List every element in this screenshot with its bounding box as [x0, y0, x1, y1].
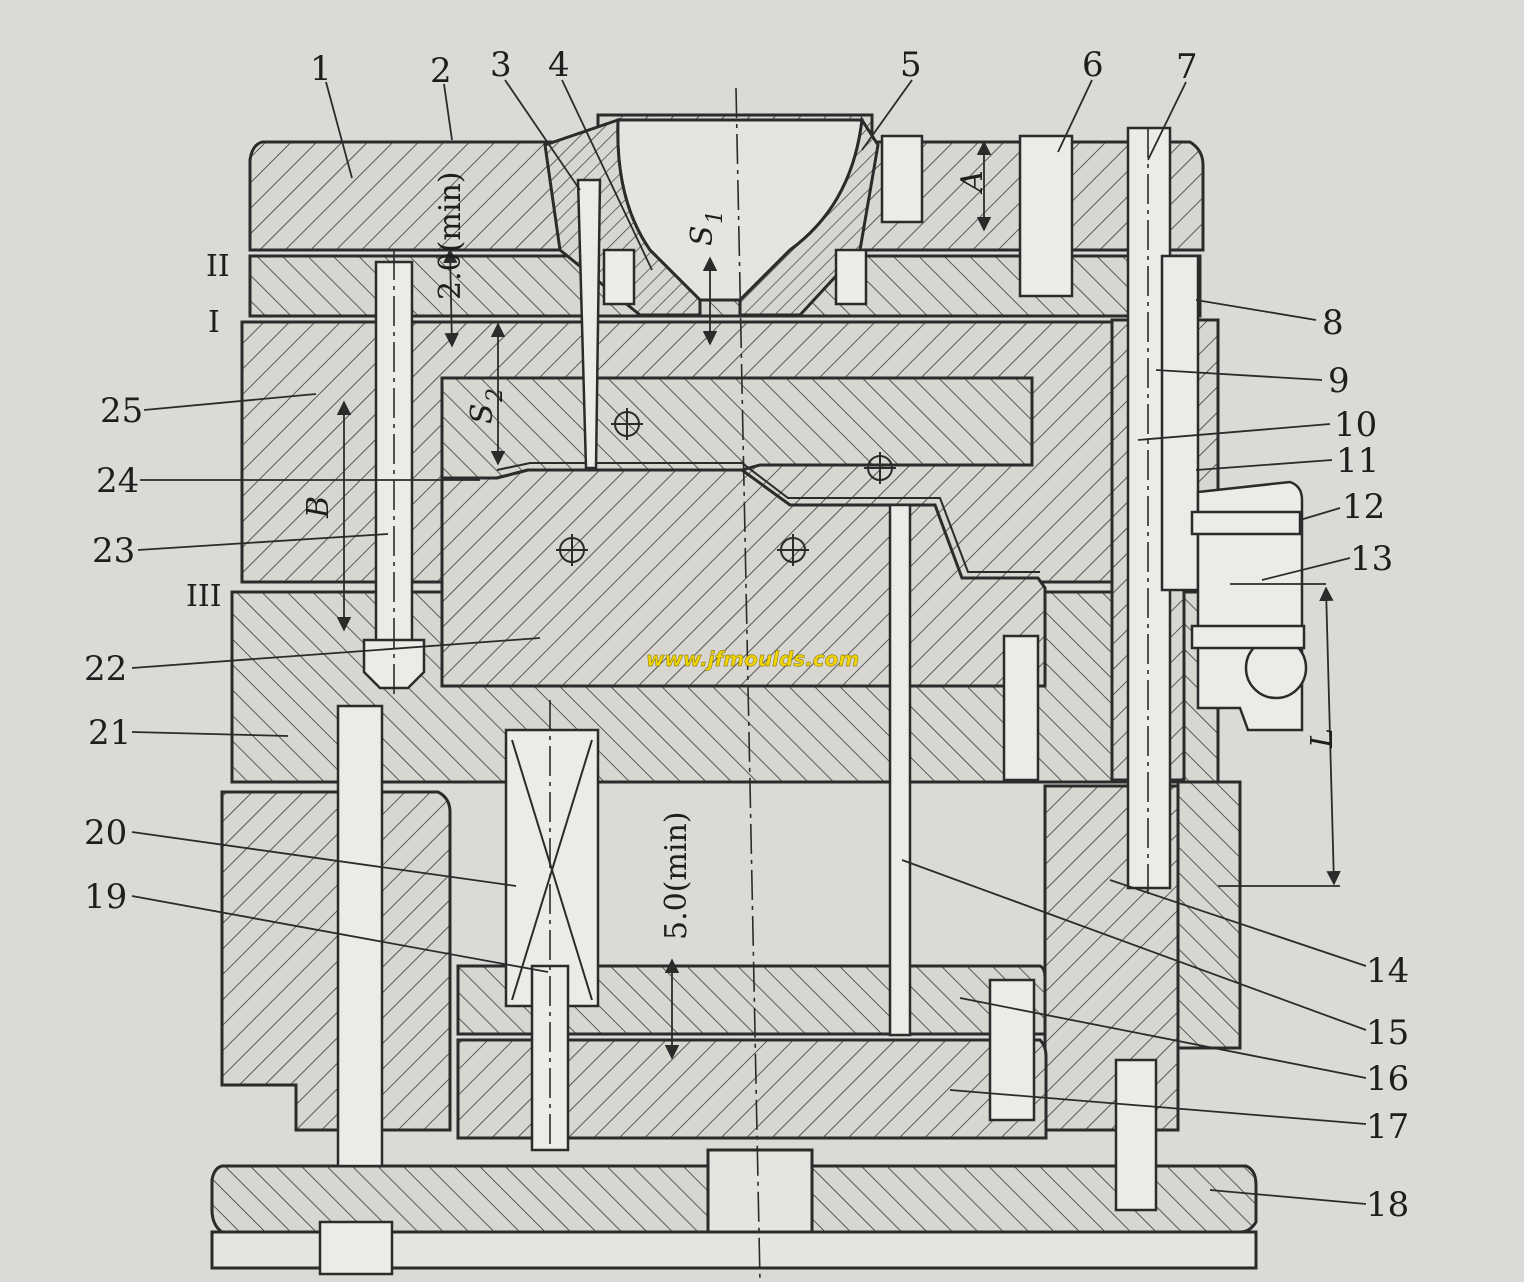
- dimension-s2-letter: S: [465, 403, 500, 424]
- callout-22: 22: [84, 649, 127, 689]
- callout-20: 20: [84, 813, 127, 853]
- dimension-s1: S 1: [685, 210, 728, 246]
- callout-8: 8: [1322, 303, 1344, 343]
- callout-16: 16: [1366, 1059, 1409, 1099]
- dimension-s2: S 2: [465, 388, 508, 424]
- dimension-s1-sub: 1: [703, 210, 728, 224]
- screw-sprue-left: [602, 248, 636, 306]
- dimension-s2-sub: 2: [483, 388, 508, 403]
- callout-4: 4: [548, 45, 570, 85]
- screw-left-head: [318, 1220, 394, 1276]
- screw-core: [1002, 634, 1040, 782]
- screw-ejector: [988, 978, 1036, 1122]
- dimension-a: A: [955, 170, 990, 195]
- screw-clamp-right: [1114, 1058, 1158, 1212]
- callout-9: 9: [1328, 361, 1350, 401]
- mold-centre-line: [735, 87, 761, 1282]
- callout-3: 3: [490, 45, 512, 85]
- dimension-l: L: [1305, 728, 1340, 749]
- callout-24: 24: [96, 461, 139, 501]
- screw-left-long: [336, 704, 384, 1168]
- callout-5: 5: [900, 45, 922, 85]
- latch-bolt-lower: [1190, 624, 1306, 650]
- callout-13: 13: [1350, 539, 1393, 579]
- dimension-s1-letter: S: [685, 225, 720, 246]
- leader-lines: [131, 79, 1367, 1205]
- parting-line-one: I: [208, 305, 220, 340]
- callout-7: 7: [1176, 47, 1198, 87]
- cooling-holes: [556, 408, 896, 566]
- callout-17: 17: [1366, 1107, 1409, 1147]
- moulded-part: [496, 462, 1040, 573]
- callout-10: 10: [1334, 405, 1377, 445]
- screw-sprue-right: [834, 248, 868, 306]
- callout-6: 6: [1082, 45, 1104, 85]
- parting-line-two: II: [206, 249, 230, 284]
- callout-14: 14: [1366, 951, 1409, 991]
- callout-23: 23: [92, 531, 135, 571]
- ejector-pin: [888, 503, 912, 1037]
- spacer-block-left: [220, 790, 452, 1132]
- sprue-puller-pin: [576, 178, 602, 470]
- callout-1: 1: [310, 49, 332, 89]
- callout-18: 18: [1366, 1185, 1409, 1225]
- watermark-text: www.jfmoulds.com: [646, 647, 859, 671]
- callout-11: 11: [1336, 441, 1379, 481]
- dimension-b: B: [301, 496, 336, 519]
- latch-bolt-upper: [1190, 510, 1302, 536]
- callout-12: 12: [1342, 487, 1385, 527]
- side-guide-bar: [1176, 780, 1242, 1050]
- gap-min-top: 2.0(min): [433, 172, 468, 300]
- gap-min-bottom: 5.0(min): [659, 812, 694, 940]
- ejector-plate: [456, 1038, 1048, 1140]
- pillar-cross-b: [511, 739, 593, 1001]
- screw-top-6: [1018, 134, 1074, 298]
- callout-25: 25: [100, 391, 143, 431]
- callout-21: 21: [88, 713, 131, 753]
- pull-rod-sleeve: [1160, 254, 1200, 592]
- parting-line-three: III: [186, 579, 222, 614]
- callout-15: 15: [1366, 1013, 1409, 1053]
- dimension-lines: [336, 140, 1341, 1060]
- screw-top-5: [880, 134, 924, 224]
- callout-2: 2: [430, 51, 452, 91]
- callout-19: 19: [84, 877, 127, 917]
